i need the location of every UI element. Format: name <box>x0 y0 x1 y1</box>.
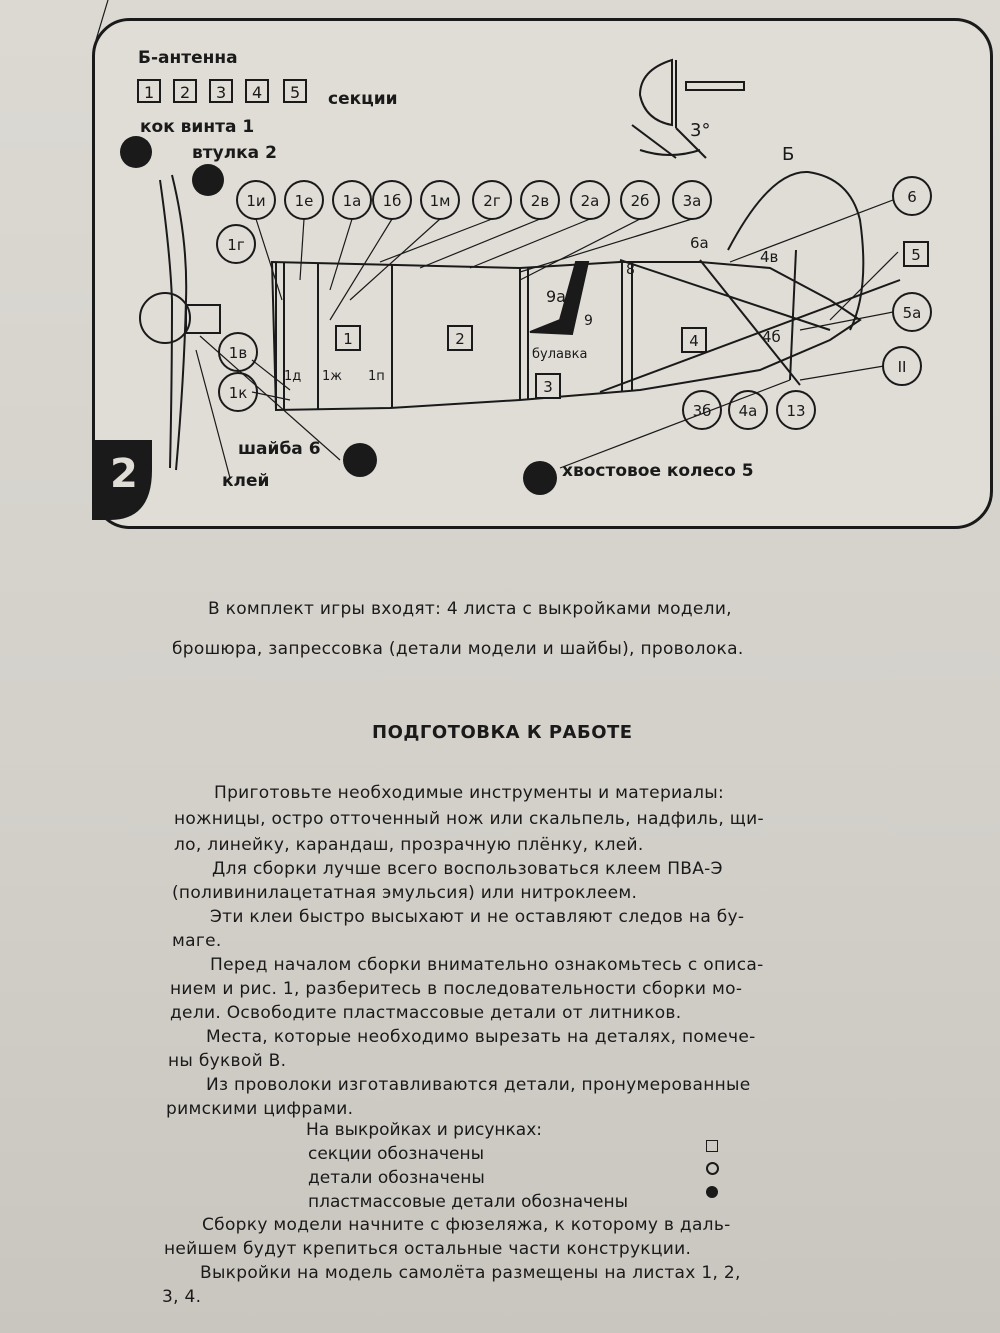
label-washer: шайба 6 <box>238 439 321 459</box>
figure-number: 2 <box>110 451 138 497</box>
plastic-part-hub <box>192 164 224 196</box>
fuselage-section-5: 5 <box>911 246 921 264</box>
svg-text:5а: 5а <box>903 304 922 322</box>
antenna-detail <box>631 58 745 159</box>
section-boxes-legend: 1 2 3 4 5 <box>137 79 307 103</box>
section-box-2: 2 <box>180 83 190 102</box>
svg-text:2в: 2в <box>531 192 549 210</box>
svg-text:2а: 2а <box>581 192 600 210</box>
svg-text:1е: 1е <box>295 192 314 210</box>
label-spinner: кок винта 1 <box>140 117 254 137</box>
label-sections: секции <box>328 89 398 109</box>
p3-line-1: Эти клеи быстро высыхают и не оставляют … <box>210 907 745 927</box>
p3-line-2: маге. <box>172 931 222 951</box>
square-outline-icon <box>706 1140 718 1152</box>
p7-line-2: нейшем будут крепиться остальные части к… <box>164 1239 692 1259</box>
svg-text:1б: 1б <box>383 192 402 210</box>
svg-text:9а: 9а <box>546 287 566 306</box>
p4-line-2: нием и рис. 1, разберитесь в последовате… <box>170 979 743 999</box>
svg-text:1ж: 1ж <box>322 369 342 384</box>
svg-text:6а: 6а <box>690 234 709 252</box>
circle-outline-icon <box>706 1162 719 1175</box>
propeller <box>139 174 221 471</box>
svg-text:8: 8 <box>626 262 635 278</box>
label-tailwheel: хвостовое колесо 5 <box>562 461 754 481</box>
svg-text:3а: 3а <box>683 192 702 210</box>
plastic-part-washer <box>343 443 377 477</box>
svg-text:1г: 1г <box>227 236 245 254</box>
figure-number-tab <box>92 440 152 520</box>
svg-text:6: 6 <box>907 188 917 206</box>
p5-line-2: ны буквой В. <box>168 1051 287 1071</box>
plastic-part-tailwheel <box>523 461 557 495</box>
section-box-3: 3 <box>216 83 226 102</box>
fuselage-section-1: 1 <box>343 330 353 348</box>
section-box-1: 1 <box>144 83 154 102</box>
assembly-figure <box>92 18 993 529</box>
fuselage-section-2: 2 <box>455 330 465 348</box>
svg-text:1а: 1а <box>343 192 362 210</box>
circle-part-labels: 1и 1е 1а 1б 1м 2г 2в 2а 2б 3а 1г 1в 1к 3… <box>227 188 921 420</box>
svg-text:1д: 1д <box>284 369 301 384</box>
section-box-5: 5 <box>290 83 300 102</box>
p7-line-1: Сборку модели начните с фюзеляжа, к кото… <box>202 1215 731 1235</box>
svg-text:4а: 4а <box>739 402 758 420</box>
svg-text:1в: 1в <box>229 344 247 362</box>
svg-text:2г: 2г <box>483 192 501 210</box>
label-hub: втулка 2 <box>192 143 277 163</box>
legend-row-parts: детали обозначены <box>308 1168 485 1188</box>
svg-text:1к: 1к <box>229 384 248 402</box>
label-pin: булавка <box>532 347 587 362</box>
circle-parts <box>216 176 932 430</box>
fuselage-section-3: 3 <box>543 378 553 396</box>
p2-line-2: (поливинилацетатная эмульсия) или нитрок… <box>172 883 638 903</box>
section-heading: ПОДГОТОВКА К РАБОТЕ <box>372 722 633 743</box>
p5-line-1: Места, которые необходимо вырезать на де… <box>206 1027 756 1047</box>
svg-text:2б: 2б <box>631 192 650 210</box>
legend-title: На выкройках и рисунках: <box>306 1120 542 1140</box>
small-labels: 1д 1ж 1п 9а 9 8 6а 4в 4б <box>284 234 781 384</box>
label-angle: 3° <box>690 120 710 141</box>
label-antenna: Б-антенна <box>138 48 238 68</box>
section-box-4: 4 <box>252 83 262 102</box>
p6-line-2: римскими цифрами. <box>166 1099 354 1119</box>
assembly-diagram: 2 Б-антенна 1 2 3 4 5 секции кок винта 1… <box>92 0 932 520</box>
fuselage-section-4: 4 <box>689 332 699 350</box>
svg-text:1м: 1м <box>430 192 451 210</box>
svg-text:4б: 4б <box>762 328 781 346</box>
intro-line-1: В комплект игры входят: 4 листа с выкрой… <box>208 599 732 619</box>
label-b-mark: Б <box>782 144 794 165</box>
p2-line-1: Для сборки лучше всего воспользоваться к… <box>212 859 723 879</box>
svg-text:1п: 1п <box>368 369 385 384</box>
plastic-part-spinner <box>120 136 152 168</box>
p8-line-1: Выкройки на модель самолёта размещены на… <box>200 1263 741 1283</box>
p1-line-1: Приготовьте необходимые инструменты и ма… <box>214 783 725 803</box>
svg-text:9: 9 <box>584 313 593 329</box>
intro-line-2: брошюра, запрессовка (детали модели и ша… <box>172 639 744 659</box>
p4-line-3: дели. Освободите пластмассовые детали от… <box>170 1003 682 1023</box>
circle-filled-icon <box>706 1186 718 1198</box>
legend-row-plastic: пластмассовые детали обозначены <box>308 1192 629 1212</box>
fuselage-section-boxes <box>335 241 929 399</box>
p8-line-2: 3, 4. <box>162 1287 202 1307</box>
legend-row-sections: секции обозначены <box>308 1144 485 1164</box>
leader-lines <box>95 0 899 479</box>
p6-line-1: Из проволоки изготавливаются детали, про… <box>206 1075 751 1095</box>
p1-line-3: ло, линейку, карандаш, прозрачную плёнку… <box>174 835 644 855</box>
p1-line-2: ножницы, остро отточенный нож или скальп… <box>174 809 764 829</box>
svg-text:1и: 1и <box>246 192 265 210</box>
svg-text:4в: 4в <box>760 248 778 266</box>
svg-text:13: 13 <box>786 402 805 420</box>
p4-line-1: Перед началом сборки внимательно ознаком… <box>210 955 764 975</box>
label-glue: клей <box>222 471 269 491</box>
svg-text:II: II <box>898 358 907 376</box>
